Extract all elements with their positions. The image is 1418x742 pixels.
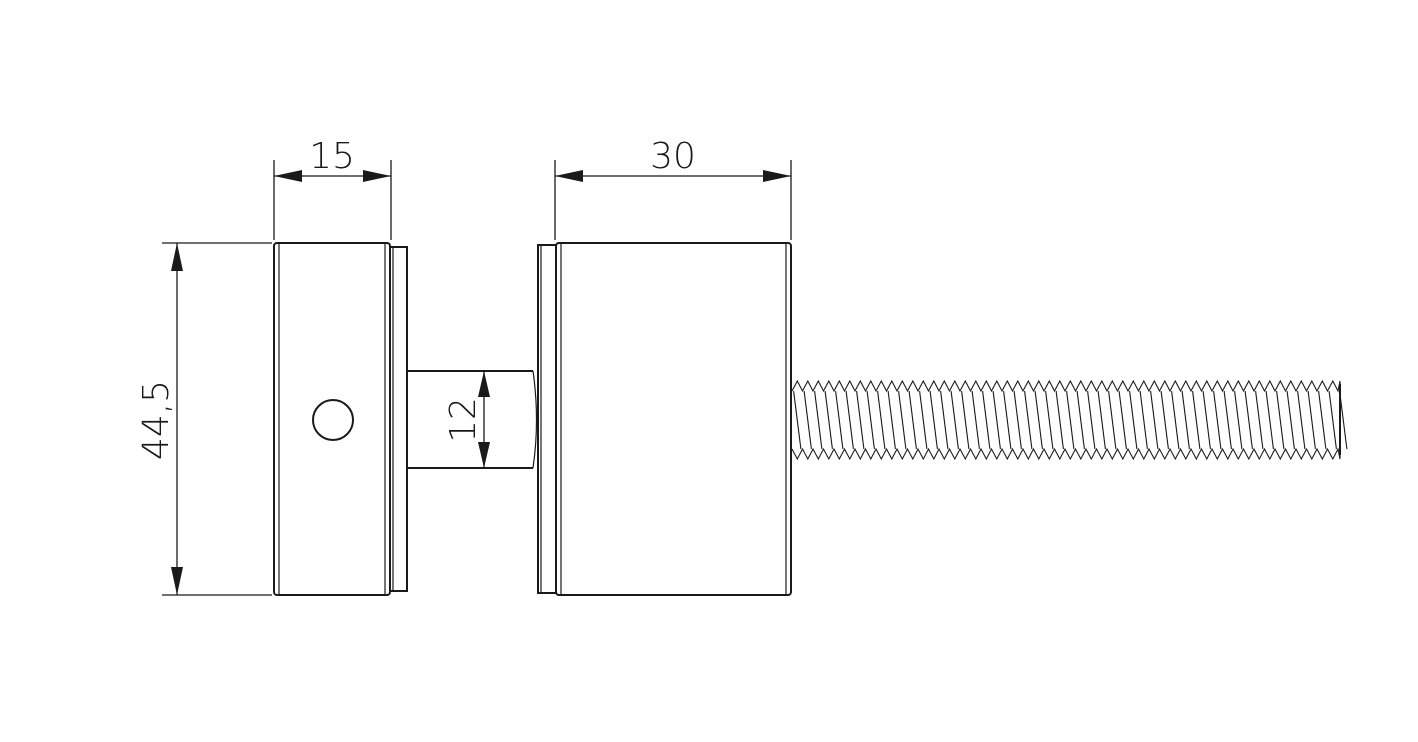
thread-flank [1276,390,1285,450]
thread-flank [1255,390,1264,450]
left-cap-flange [389,246,408,592]
arrowhead [171,567,183,595]
thread-flank [1097,390,1106,450]
thread-flank [940,390,949,450]
thread-flank [866,390,875,450]
thread-flank [1034,390,1043,450]
thread-flank [1160,390,1169,450]
pin-end-curve [532,370,538,469]
thread-flank [793,390,802,450]
thread-flank [1055,390,1064,450]
arrowhead [763,170,791,182]
thread-flank [1003,390,1012,450]
thread-flank [1223,390,1232,450]
thread-flanks [793,390,1348,450]
arrowhead [555,170,583,182]
dimension-body-width: 30 [554,136,792,240]
right-body-cylinder [555,242,792,596]
arrowhead [478,442,490,468]
threaded-rod [791,379,1348,461]
thread-flank [877,390,886,450]
thread-flank [1181,390,1190,450]
thread-flank [929,390,938,450]
thread-crest-bottom [791,447,1341,461]
thread-flank [950,390,959,450]
thread-flank [1213,390,1222,450]
dimension-label-pin-diameter: 12 [443,397,484,443]
thread-flank [845,390,854,450]
thread-flank [1150,390,1159,450]
arrowhead [478,371,490,397]
dimension-label-cap-width: 15 [309,136,355,177]
thread-flank [803,390,812,450]
arrowhead [274,170,302,182]
thread-flank [835,390,844,450]
connecting-pin [407,370,538,469]
thread-flank [814,390,823,450]
thread-flank [1286,390,1295,450]
thread-flank [1024,390,1033,450]
thread-flank [1265,390,1274,450]
thread-flank [1307,390,1316,450]
thread-flank [887,390,896,450]
thread-flank [856,390,865,450]
thread-flank [1108,390,1117,450]
thread-flank [1066,390,1075,450]
dimension-label-body-width: 30 [650,136,696,177]
thread-flank [992,390,1001,450]
thread-flank [824,390,833,450]
thread-flank [982,390,991,450]
thread-crest-top [791,379,1341,393]
thread-flank [1171,390,1180,450]
left-cap [273,242,408,596]
dimension-overall-height: 44,5 [136,242,272,596]
thread-flank [1234,390,1243,450]
thread-flank [898,390,907,450]
dimension-cap-width: 15 [273,136,392,240]
thread-flank [1297,390,1306,450]
left-cap-body [273,242,391,596]
thread-flank [1045,390,1054,450]
set-screw-hole [312,399,354,441]
right-body [537,242,792,596]
arrowhead [171,243,183,271]
dimension-pin-diameter: 12 [443,371,490,468]
arrowhead [363,170,391,182]
thread-flank [1192,390,1201,450]
thread-flank [971,390,980,450]
thread-flank [1076,390,1085,450]
thread-flank [1087,390,1096,450]
thread-flank [1318,390,1327,450]
thread-flank [919,390,928,450]
thread-flank [1139,390,1148,450]
thread-flank [1129,390,1138,450]
thread-flank [1244,390,1253,450]
thread-flank [908,390,917,450]
dimension-label-overall-height: 44,5 [136,380,177,460]
thread-flank [961,390,970,450]
thread-flank [1118,390,1127,450]
thread-flank [1013,390,1022,450]
thread-flank [1328,390,1337,450]
thread-flank [1202,390,1211,450]
